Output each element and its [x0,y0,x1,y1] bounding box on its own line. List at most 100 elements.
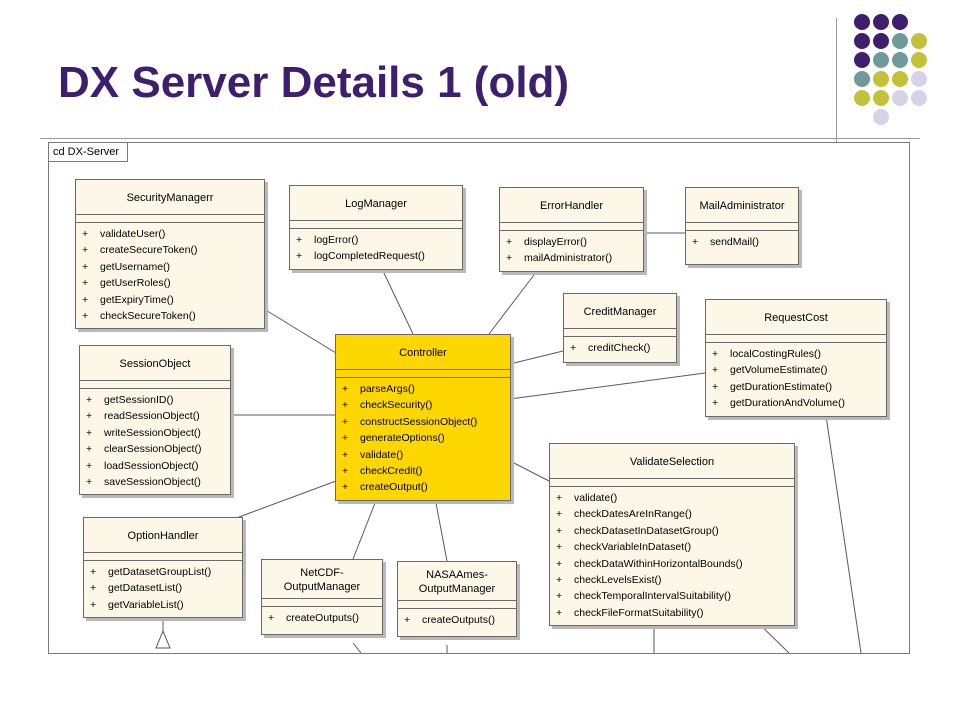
visibility-public: + [82,310,89,323]
operation: +getUsername() [82,259,260,275]
operation-name: localCostingRules() [730,348,822,360]
operation-name: getDurationEstimate() [730,380,833,393]
visibility-public: + [556,492,563,504]
operations-compartment: +validateUser() +createSecureToken() +ge… [76,223,264,328]
visibility-public: + [296,234,303,246]
visibility-public: + [342,432,349,445]
operation-name: logError() [314,234,359,246]
visibility-public: + [86,394,93,406]
operation: +getVariableList() [90,597,238,613]
operation: + checkCredit() [342,463,506,479]
operation-name: creditCheck() [588,342,651,354]
class-name: NetCDF- OutputManager [262,560,382,599]
decorative-dot [873,90,889,106]
operation-name: createOutput() [360,481,428,494]
visibility-public: + [404,614,411,626]
operation: +saveSessionObject() [86,474,226,490]
decorative-dot [854,52,870,68]
visibility-public: + [82,293,89,306]
title-divider-vertical [836,18,837,144]
operation: +readSessionObject() [86,408,226,424]
operations-compartment: +getSessionID() +readSessionObject() +wr… [80,389,230,494]
operation-name: getUserRoles() [100,277,171,290]
class-name: CreditManager [564,294,676,329]
title-divider-horizontal [40,138,920,139]
operation-name: getExpiryTime() [100,293,174,306]
operation-name: validate() [360,448,404,461]
visibility-public: + [556,590,563,603]
operation-name: checkCredit() [360,465,423,478]
operation: +getDatasetGroupList() [90,564,238,580]
class-mail-administrator: MailAdministrator +sendMail() [685,187,799,266]
decorative-dot [892,14,908,30]
class-name-line1: NASAAmes- [426,569,488,581]
class-name: RequestCost [706,300,886,335]
visibility-public: + [712,348,719,360]
decorative-dot [854,90,870,106]
class-name: SecurityManagerr [76,180,264,215]
class-name-line2: OutputManager [418,583,496,595]
visibility-public: + [342,481,349,494]
attributes-compartment [290,221,462,229]
visibility-public: + [712,397,719,410]
operations-compartment: +logError() +logCompletedRequest() [290,229,462,269]
operations-compartment: +getDatasetGroupList() +getDatasetList()… [84,561,242,617]
operation-name: checkDatasetInDatasetGroup() [574,524,719,537]
operation-name: checkSecureToken() [100,310,196,323]
visibility-public: + [90,582,97,595]
operation-name: checkDataWithinHorizontalBounds() [574,557,743,570]
class-security-manager: SecurityManagerr +validateUser() +create… [75,179,265,330]
visibility-public: + [556,606,563,619]
connector-requestcost-controller [509,372,706,400]
operation: +creditCheck() [570,340,672,356]
visibility-public: + [712,380,719,393]
decorative-dot [911,52,927,68]
operation: +sendMail() [692,234,794,250]
operation-name: getUsername() [100,260,171,273]
operation: + getDurationEstimate() [712,379,882,395]
visibility-public: + [86,426,93,439]
operation-name: checkSecurity() [360,399,433,412]
attributes-compartment [262,599,382,607]
attributes-compartment [80,381,230,389]
class-name: SessionObject [80,346,230,381]
class-validate-selection: ValidateSelection +validate() +checkDate… [549,443,795,627]
decorative-dot [892,33,908,49]
operation-name: getDurationAndVolume() [730,397,845,410]
operation-name: clearSessionObject() [104,443,202,456]
class-log-manager: LogManager +logError() +logCompletedRequ… [289,185,463,270]
decorative-dot [873,109,889,125]
operation: +constructSessionObject() [342,414,506,430]
operation: + getDurationAndVolume() [712,395,882,411]
decorative-dot [873,52,889,68]
visibility-public: + [556,508,563,521]
operation: +checkDataWithinHorizontalBounds() [556,556,790,572]
operation: + checkSecureToken() [82,308,260,324]
operation: + getUserRoles() [82,275,260,291]
decorative-dot [854,14,870,30]
operation-name: displayError() [524,236,588,248]
operation-name: createOutputs() [422,614,495,626]
visibility-public: + [82,244,89,257]
operation: +clearSessionObject() [86,441,226,457]
operation-name: checkVariableInDataset() [574,541,692,554]
visibility-public: + [342,465,349,478]
operation-name: getVolumeEstimate() [730,364,828,377]
visibility-public: + [506,236,513,248]
decorative-dot [892,52,908,68]
decorative-dot [854,33,870,49]
operation-name: logCompletedRequest() [314,250,425,263]
visibility-public: + [82,277,89,290]
diagram-frame-label: cd DX-Server [49,143,129,162]
visibility-public: + [90,598,97,611]
operation: +validate() [556,490,790,506]
operation: +validateUser() [82,226,260,242]
visibility-public: + [342,383,349,395]
operation-name: loadSessionObject() [104,459,199,472]
decorative-dot [873,71,889,87]
class-nasaames-output-manager: NASAAmes- OutputManager + createOutputs() [397,561,517,638]
operation: +writeSessionObject() [86,425,226,441]
visibility-public: + [342,448,349,461]
visibility-public: + [342,415,349,428]
uml-class-diagram: cd DX-Server SecurityManagerr +v [48,142,910,654]
